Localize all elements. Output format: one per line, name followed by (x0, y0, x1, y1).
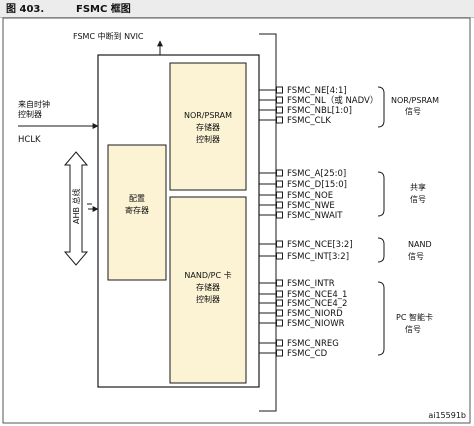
nand-block-line2: 存储器 (196, 282, 220, 292)
signal-pin-shared-4 (276, 211, 283, 219)
signal-label-pccard-0: FSMC_INTR (287, 279, 335, 289)
signal-label-pccard-6: FSMC_CD (287, 349, 328, 359)
signal-label-shared-0: FSMC_A[25:0] (287, 169, 346, 179)
signal-pin-nor-2 (276, 106, 283, 114)
config-block-line1: 配置 (129, 194, 145, 203)
nor-group-bracket (377, 86, 385, 128)
shared-group-label-line1: 共享 (410, 182, 426, 192)
config-block-line2: 寄存器 (125, 205, 149, 215)
shared-group-bracket (377, 171, 385, 217)
nor-psram-controller-block (169, 62, 247, 191)
nand-block-line3: 控制器 (196, 294, 220, 304)
nand-pccard-controller-block (169, 196, 247, 384)
hclk-label: HCLK (18, 135, 41, 145)
config-register-block (107, 144, 167, 281)
signal-label-shared-4: FSMC_NWAIT (287, 211, 343, 221)
nand-block-line1: NAND/PC 卡 (184, 270, 231, 280)
ahb-bus-arrow (63, 151, 89, 266)
signal-label-shared-1: FSMC_D[15:0] (287, 180, 347, 190)
pccard-group-label-line2: 信号 (405, 324, 421, 334)
signal-pin-pccard-3 (276, 309, 283, 317)
ahb-bus-label: AHB 总线 (71, 188, 81, 224)
signal-label-pccard-5: FSMC_NREG (287, 339, 339, 349)
shared-group-label-line2: 信号 (410, 194, 426, 204)
clock-source-label-line1: 来自时钟 (18, 99, 50, 109)
pccard-group-bracket (377, 281, 385, 356)
nor-group-label-line1: NOR/PSRAM (391, 96, 439, 105)
figure-frame (2, 17, 471, 424)
figure-number: 图 403. (6, 3, 44, 15)
signal-pin-pccard-6 (276, 349, 283, 357)
signal-pin-nor-0 (276, 86, 283, 94)
signal-label-nor-3: FSMC_CLK (287, 116, 331, 126)
nor-block-line2: 存储器 (196, 122, 220, 132)
signal-pin-shared-1 (276, 180, 283, 188)
figure-title: FSMC 框图 (76, 2, 131, 15)
signal-label-shared-2: FSMC_NOE (287, 191, 333, 201)
nand-group-label-line1: NAND (408, 240, 432, 249)
signal-label-shared-3: FSMC_NWE (287, 201, 335, 211)
signal-label-nor-0: FSMC_NE[4:1] (287, 86, 347, 96)
signal-pin-shared-2 (276, 191, 283, 199)
signal-pins: FSMC_NE[4:1]FSMC_NL（或 NADV）FSMC_NBL[1:0]… (259, 86, 378, 359)
signal-label-nor-2: FSMC_NBL[1:0] (287, 106, 352, 116)
signal-pin-shared-3 (276, 201, 283, 209)
signal-label-pccard-2: FSMC_NCE4_2 (287, 299, 347, 309)
figure-reference-id: ai15591b (428, 411, 466, 420)
nor-block-line1: NOR/PSRAM (184, 111, 232, 120)
signal-pin-pccard-4 (276, 319, 283, 327)
signal-label-nor-1: FSMC_NL（或 NADV） (287, 95, 378, 106)
signal-pin-shared-0 (276, 169, 283, 177)
signal-pin-nand-0 (276, 240, 283, 248)
pccard-group-label-line1: PC 智能卡 (396, 312, 433, 322)
signal-pin-pccard-0 (276, 279, 283, 287)
clock-source-label-line2: 控制器 (18, 109, 42, 119)
signal-pin-pccard-1 (276, 290, 283, 298)
nand-group-label-line2: 信号 (408, 251, 424, 261)
signal-label-nand-0: FSMC_NCE[3:2] (287, 240, 353, 250)
nor-group-label-line2: 信号 (405, 106, 421, 116)
signal-label-pccard-1: FSMC_NCE4_1 (287, 290, 347, 300)
signal-label-pccard-3: FSMC_NIORD (287, 309, 343, 319)
signal-label-pccard-4: FSMC_NIOWR (287, 319, 345, 329)
signal-pin-nor-1 (276, 96, 283, 104)
nvic-label: FSMC 中断到 NVIC (73, 31, 144, 41)
pin-bus-line (259, 33, 277, 412)
signal-label-nand-1: FSMC_INT[3:2] (287, 252, 349, 262)
signal-pin-nor-3 (276, 116, 283, 124)
signal-pin-pccard-5 (276, 339, 283, 347)
nand-group-bracket (377, 237, 385, 263)
signal-pin-nand-1 (276, 252, 283, 260)
nor-block-line3: 控制器 (196, 134, 220, 144)
signal-pin-pccard-2 (276, 299, 283, 307)
